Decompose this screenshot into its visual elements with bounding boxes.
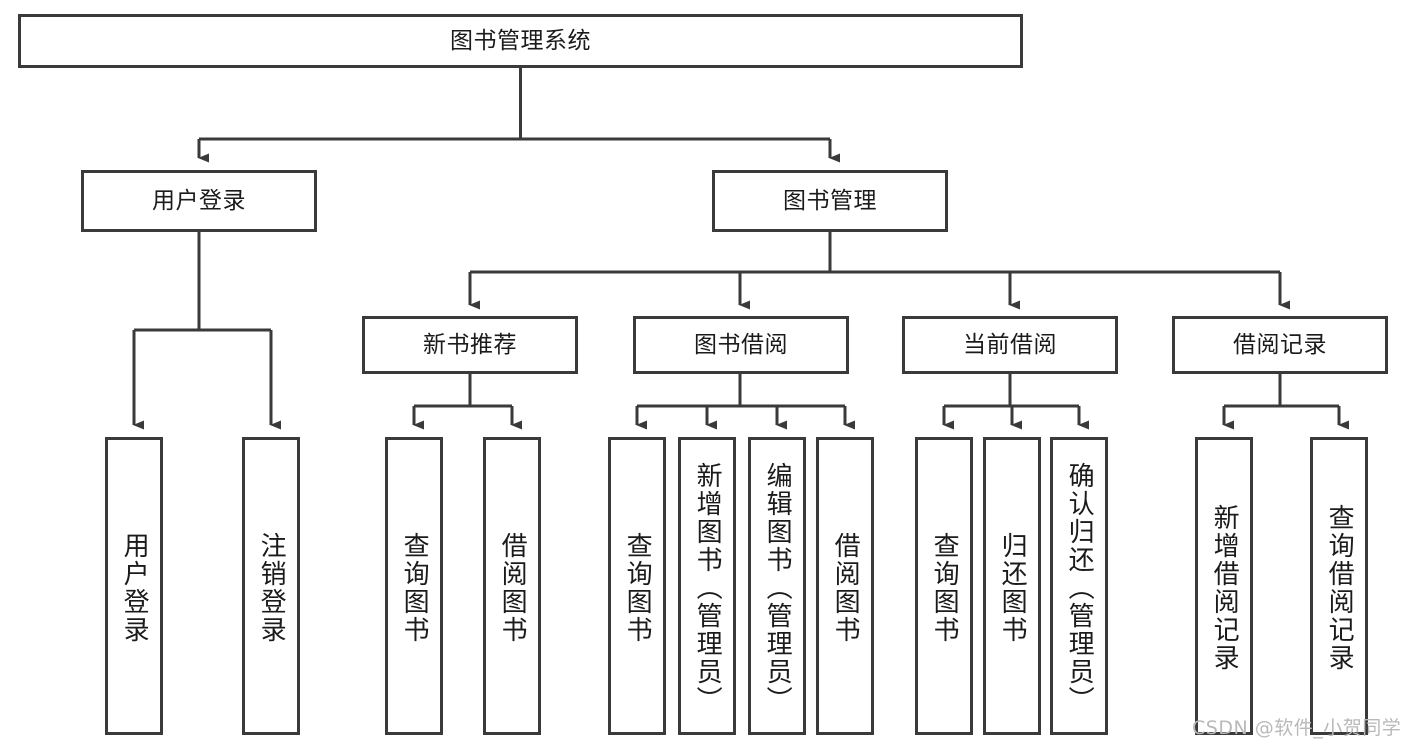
node-leaf-confirm-return-label: 确认归还（管理员） <box>1064 462 1095 714</box>
node-new-book-rec[interactable]: 新书推荐 <box>362 316 578 374</box>
node-leaf-user-logout-label: 注销登录 <box>256 532 287 644</box>
node-current-borrow[interactable]: 当前借阅 <box>902 316 1118 374</box>
node-leaf-query-record[interactable]: 查询借阅记录 <box>1310 437 1368 735</box>
node-borrow-record-label: 借阅记录 <box>1233 331 1327 358</box>
node-root-label: 图书管理系统 <box>450 27 591 54</box>
node-book-borrow[interactable]: 图书借阅 <box>633 316 849 374</box>
node-leaf-borrow-book-2-label: 借阅图书 <box>830 532 861 644</box>
node-root[interactable]: 图书管理系统 <box>18 14 1023 68</box>
node-leaf-query-book-3[interactable]: 查询图书 <box>915 437 973 735</box>
node-leaf-user-login-label: 用户登录 <box>119 532 150 644</box>
node-book-manage-label: 图书管理 <box>783 187 877 214</box>
node-user-login-label: 用户登录 <box>152 187 246 214</box>
node-leaf-add-record[interactable]: 新增借阅记录 <box>1195 437 1253 735</box>
node-leaf-confirm-return[interactable]: 确认归还（管理员） <box>1050 437 1108 735</box>
node-leaf-query-book-1-label: 查询图书 <box>399 532 430 644</box>
csdn-watermark: CSDN @软件_小贺同学 <box>1192 717 1402 739</box>
node-leaf-add-book[interactable]: 新增图书（管理员） <box>678 437 736 735</box>
node-leaf-add-book-label: 新增图书（管理员） <box>692 462 723 714</box>
node-leaf-borrow-book-1[interactable]: 借阅图书 <box>483 437 541 735</box>
node-book-manage[interactable]: 图书管理 <box>712 170 948 232</box>
node-leaf-borrow-book-1-label: 借阅图书 <box>497 532 528 644</box>
node-leaf-return-book[interactable]: 归还图书 <box>983 437 1041 735</box>
node-new-book-rec-label: 新书推荐 <box>423 331 517 358</box>
node-user-login[interactable]: 用户登录 <box>81 170 317 232</box>
node-book-borrow-label: 图书借阅 <box>694 331 788 358</box>
node-leaf-query-record-label: 查询借阅记录 <box>1324 504 1355 672</box>
node-leaf-query-book-3-label: 查询图书 <box>929 532 960 644</box>
node-leaf-query-book-2[interactable]: 查询图书 <box>608 437 666 735</box>
node-borrow-record[interactable]: 借阅记录 <box>1172 316 1388 374</box>
node-leaf-edit-book-label: 编辑图书（管理员） <box>762 462 793 714</box>
node-leaf-borrow-book-2[interactable]: 借阅图书 <box>816 437 874 735</box>
node-leaf-return-book-label: 归还图书 <box>997 532 1028 644</box>
node-leaf-query-book-1[interactable]: 查询图书 <box>385 437 443 735</box>
node-leaf-user-logout[interactable]: 注销登录 <box>242 437 300 735</box>
node-leaf-user-login[interactable]: 用户登录 <box>105 437 163 735</box>
node-current-borrow-label: 当前借阅 <box>963 331 1057 358</box>
node-leaf-edit-book[interactable]: 编辑图书（管理员） <box>748 437 806 735</box>
node-leaf-query-book-2-label: 查询图书 <box>622 532 653 644</box>
node-leaf-add-record-label: 新增借阅记录 <box>1209 504 1240 672</box>
